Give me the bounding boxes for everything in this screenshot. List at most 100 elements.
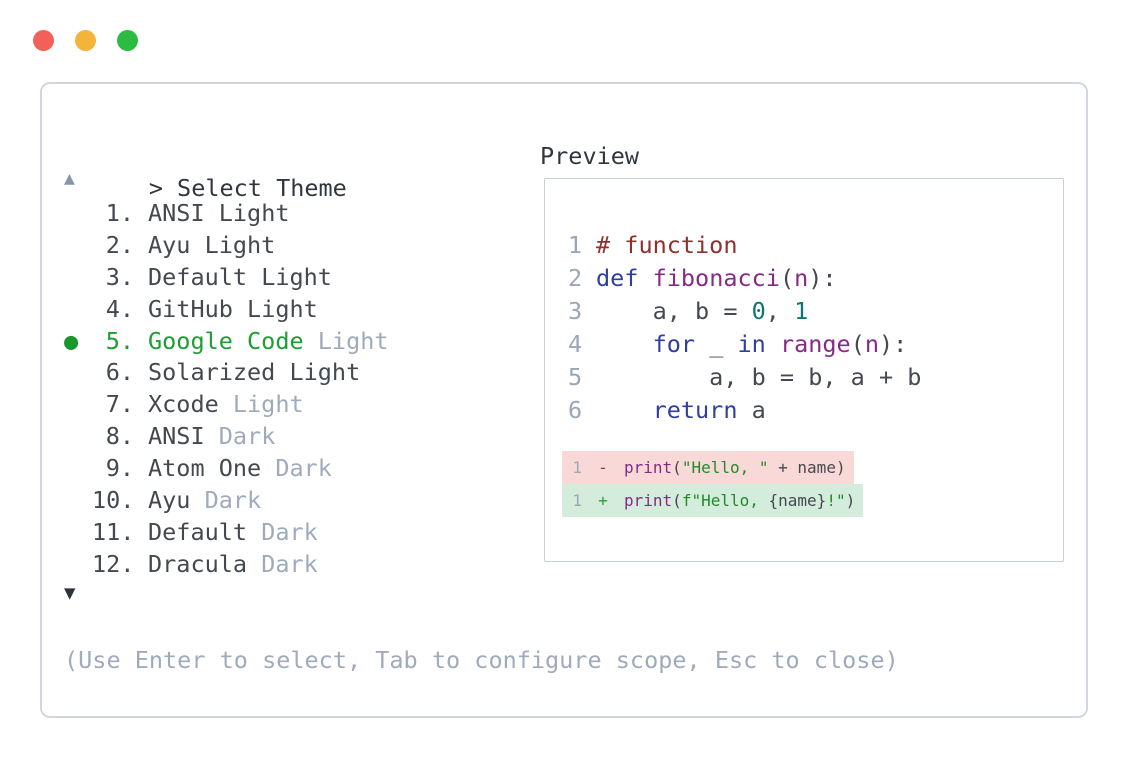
- code-token-func: print: [624, 491, 673, 510]
- theme-option-variant: Dark: [204, 486, 262, 515]
- theme-option-number: 8.: [105, 422, 134, 451]
- selected-bullet-icon: [64, 357, 92, 389]
- theme-option-1[interactable]: 1.ANSI Light: [64, 198, 389, 230]
- theme-option-number: 5.: [105, 326, 134, 355]
- theme-option-number: 12.: [92, 549, 135, 578]
- zoom-button-icon[interactable]: [117, 30, 138, 51]
- code-line: 5 a, b = b, a + b: [568, 361, 921, 394]
- theme-option-variant: Light: [247, 294, 318, 323]
- diff-sample: 1-print("Hello, " + name)1+print(f"Hello…: [562, 451, 864, 517]
- code-token-func: range: [779, 330, 851, 358]
- code-text: return a: [596, 394, 766, 427]
- minimize-button-icon[interactable]: [75, 30, 96, 51]
- theme-option-5[interactable]: ●5.Google Code Light: [64, 326, 389, 358]
- code-token-plain: {name}: [768, 491, 827, 510]
- line-number: 6: [568, 396, 583, 424]
- code-text: print("Hello, " + name): [624, 451, 846, 484]
- theme-option-name: Google Code: [148, 326, 318, 355]
- code-token-keyword: return: [652, 396, 738, 424]
- scroll-down-icon[interactable]: ▼: [64, 582, 76, 604]
- spacer: [134, 389, 148, 421]
- code-text: print(f"Hello, {name}!"): [624, 484, 855, 517]
- spacer: [134, 294, 148, 326]
- code-line: 4 for _ in range(n):: [568, 328, 921, 361]
- theme-option-10[interactable]: 10.Ayu Dark: [64, 485, 389, 517]
- code-token-plain: ,: [765, 297, 795, 325]
- code-token-keyword: in: [737, 330, 766, 358]
- theme-option-2[interactable]: 2.Ayu Light: [64, 230, 389, 262]
- code-token-func: fibonacci: [652, 264, 780, 292]
- diff-line-removed: 1-print("Hello, " + name): [562, 451, 854, 484]
- line-number: 4: [568, 330, 583, 358]
- spacer: [134, 517, 148, 549]
- code-token-string: "Hello, ": [681, 458, 769, 477]
- selected-bullet-icon: [64, 389, 92, 421]
- code-token-keyword: def: [596, 264, 639, 292]
- theme-option-name: Default: [148, 517, 262, 546]
- diff-minus-icon: -: [598, 458, 608, 477]
- theme-option-number: 6.: [105, 358, 134, 387]
- selected-bullet-icon: [64, 421, 92, 453]
- code-token-plain: ): [845, 491, 856, 510]
- theme-option-3[interactable]: 3.Default Light: [64, 262, 389, 294]
- selected-bullet-icon: [64, 549, 92, 581]
- theme-option-number: 7.: [105, 390, 134, 419]
- diff-plus-icon: +: [598, 491, 608, 510]
- code-token-keyword: for: [652, 330, 696, 358]
- spacer: [134, 262, 148, 294]
- selected-bullet-icon: [64, 262, 92, 294]
- code-token-string: f"Hello,: [681, 491, 769, 510]
- theme-option-name: ANSI: [148, 199, 219, 227]
- line-number: 1: [568, 231, 583, 259]
- code-token-number: 0: [751, 297, 766, 325]
- scroll-up-icon[interactable]: ▲: [64, 168, 75, 189]
- theme-option-11[interactable]: 11. Default Dark: [64, 517, 389, 549]
- theme-option-8[interactable]: 8.ANSI Dark: [64, 421, 389, 453]
- selected-bullet-icon: [64, 294, 92, 326]
- code-token-plain: (: [672, 458, 682, 477]
- diff-line-added: 1 + print(f"Hello, {name}!"): [562, 484, 864, 517]
- theme-option-name: Atom One: [148, 454, 276, 483]
- line-number: 1: [572, 458, 582, 477]
- close-button-icon[interactable]: [33, 30, 54, 51]
- theme-option-9[interactable]: 9. Atom One Dark: [64, 453, 389, 485]
- code-token-plain: (: [779, 264, 795, 292]
- code-text: a, b = 0, 1: [596, 295, 809, 328]
- theme-option-number: 11.: [92, 517, 135, 546]
- theme-option-6[interactable]: 6.Solarized Light: [64, 357, 389, 389]
- spacer: [134, 421, 148, 453]
- theme-option-name: Ayu: [148, 486, 205, 515]
- code-token-plain: _: [695, 330, 738, 358]
- code-token-func: n: [794, 264, 809, 292]
- theme-option-variant: Dark: [261, 517, 318, 546]
- selected-bullet-icon: [64, 485, 92, 517]
- selected-bullet-icon: ●: [64, 326, 79, 355]
- code-text: for _ in range(n):: [596, 328, 908, 361]
- theme-option-4[interactable]: 4.GitHub Light: [64, 294, 389, 326]
- theme-option-name: Dracula: [148, 549, 262, 578]
- code-line: 6 return a: [568, 394, 921, 427]
- spacer: [134, 198, 148, 230]
- theme-option-variant: Light: [289, 358, 361, 387]
- line-number: 1: [572, 491, 582, 510]
- code-token-comment: # function: [596, 231, 738, 259]
- code-token-plain: [766, 330, 780, 358]
- theme-option-12[interactable]: 12.Dracula Dark: [64, 549, 389, 581]
- theme-option-name: Xcode: [148, 390, 233, 419]
- theme-option-variant: Light: [261, 262, 332, 291]
- code-token-func: print: [624, 458, 673, 477]
- code-token-plain: + name): [768, 458, 846, 477]
- code-token-string: !": [826, 491, 846, 510]
- code-token-plain: (: [850, 330, 865, 358]
- selected-bullet-icon: [64, 453, 92, 485]
- window-controls: [33, 30, 138, 51]
- theme-option-number: 9.: [105, 454, 134, 483]
- code-token-plain: ):: [879, 330, 908, 358]
- theme-option-7[interactable]: 7.Xcode Light: [64, 389, 389, 421]
- code-text: def fibonacci(n):: [596, 262, 837, 295]
- theme-option-variant: Dark: [275, 454, 332, 483]
